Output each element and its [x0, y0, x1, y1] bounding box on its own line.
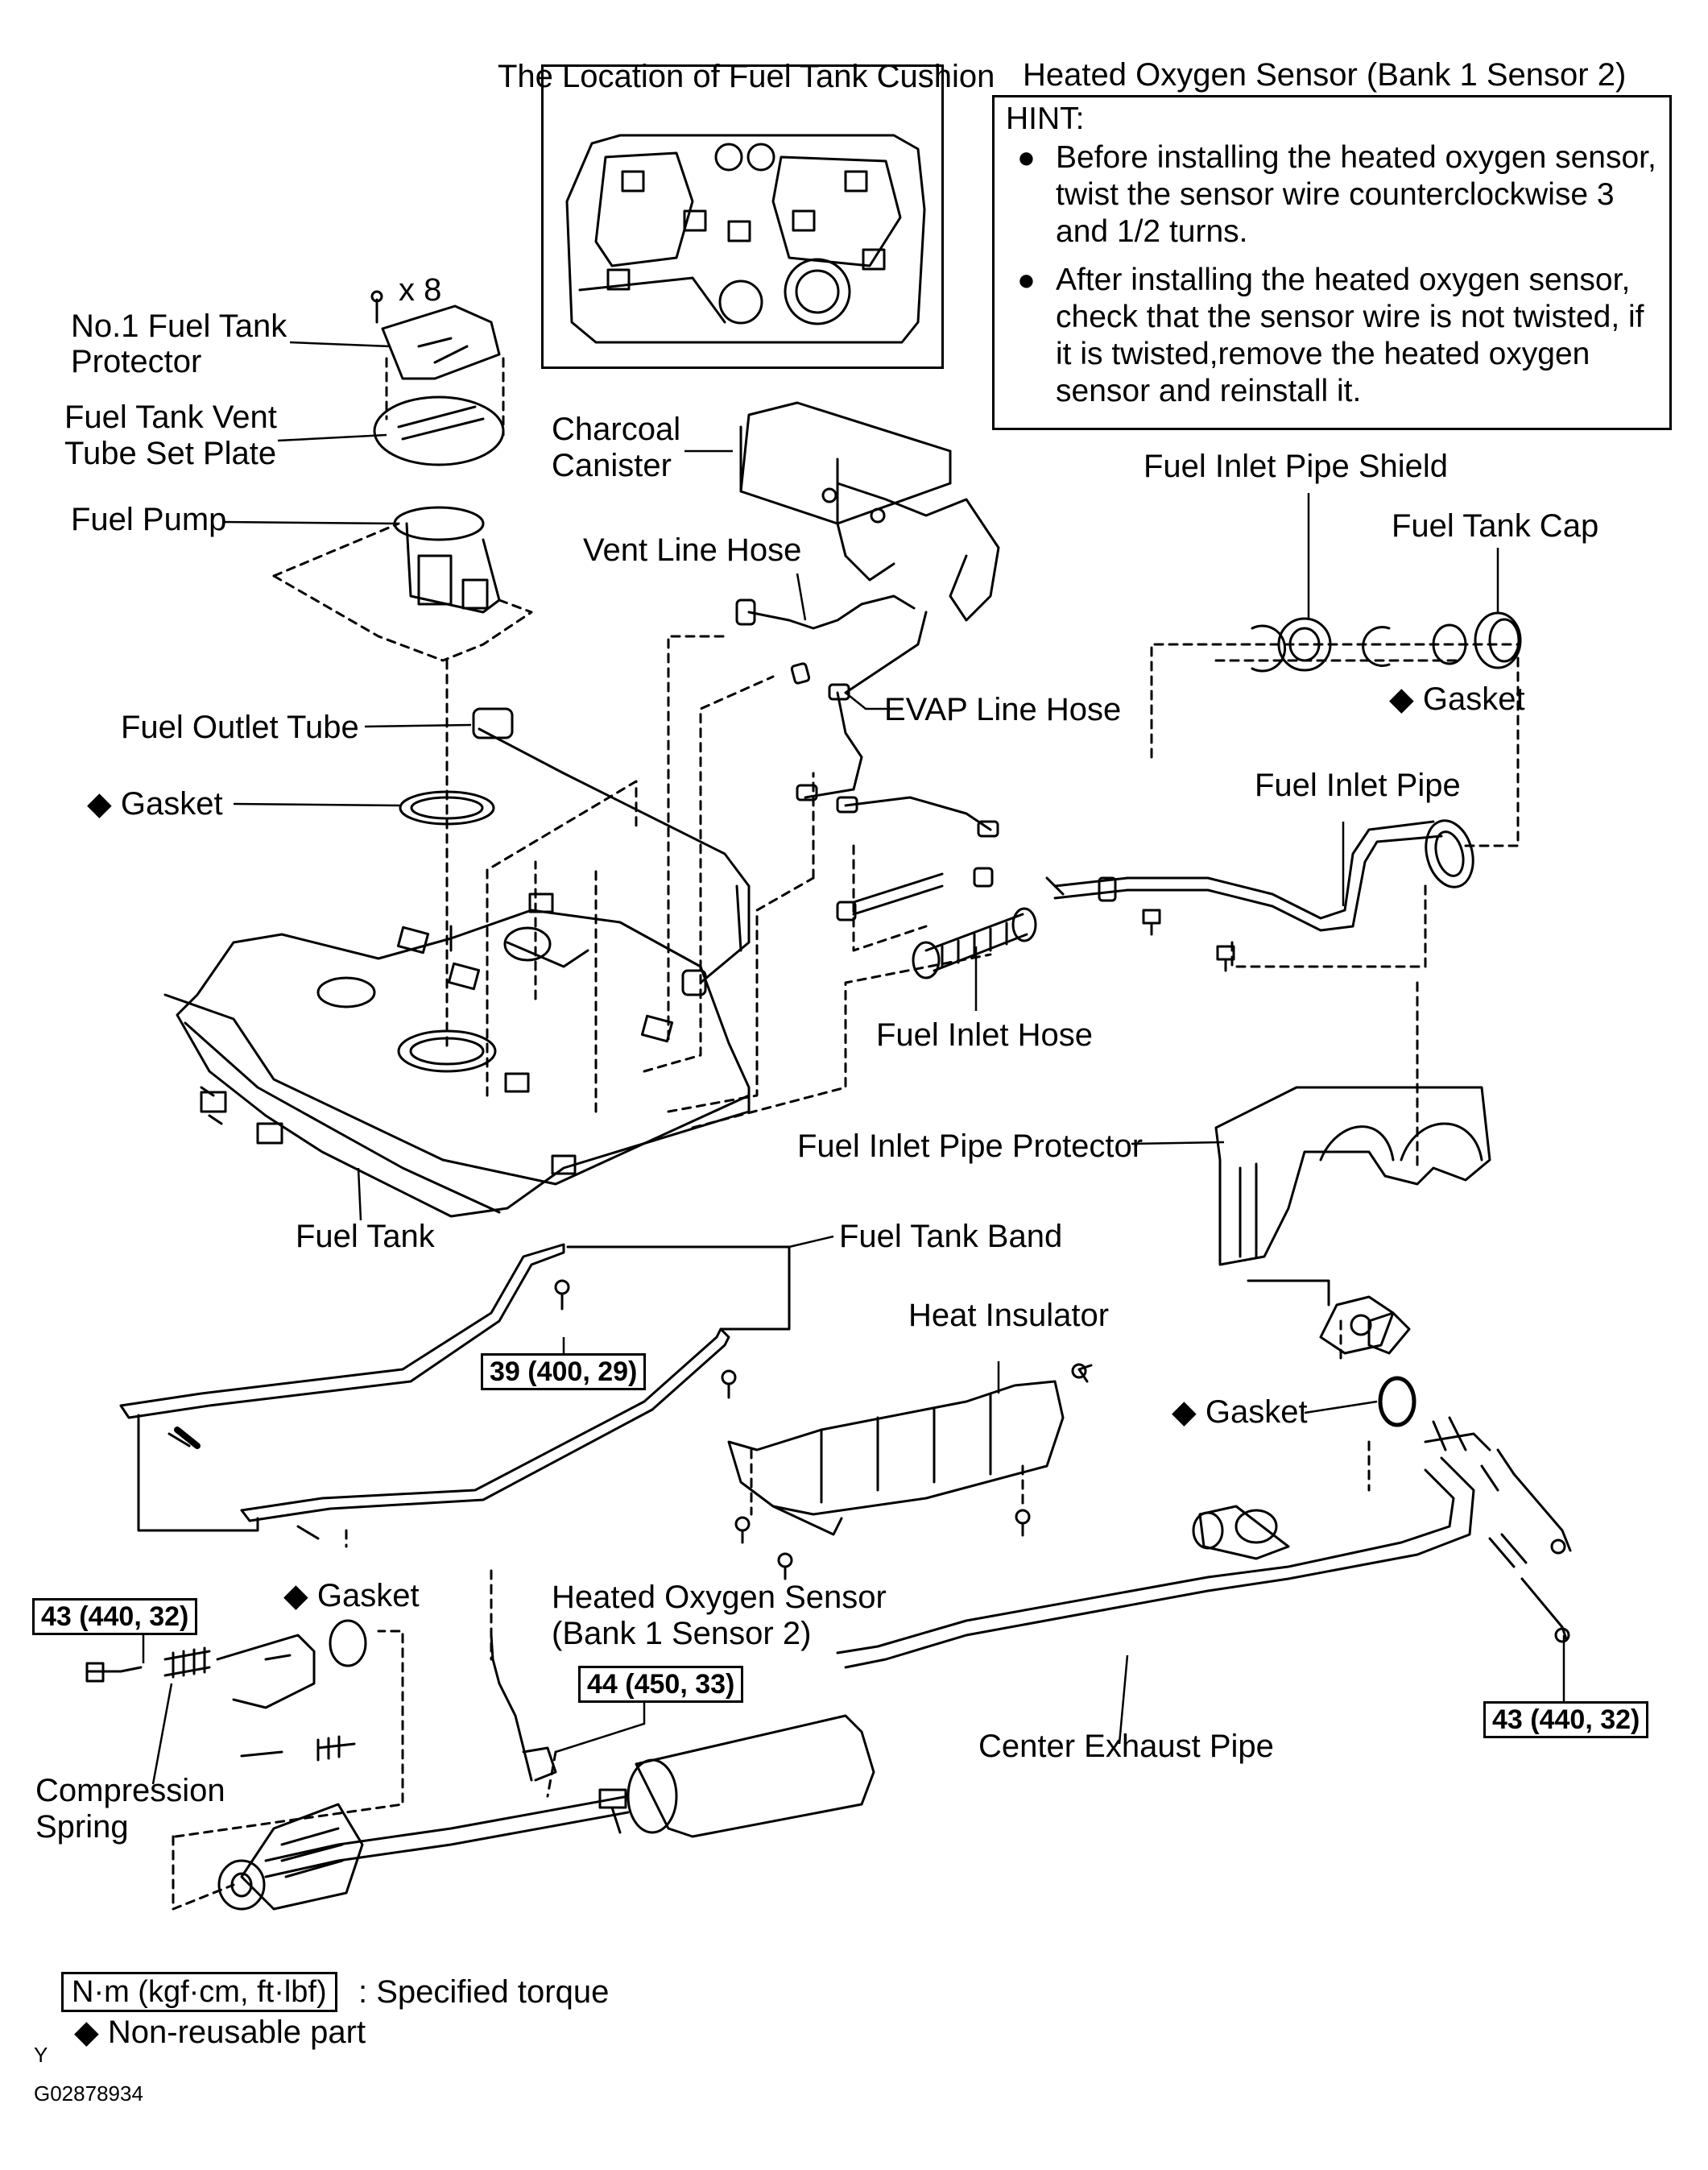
label-fuel-tank: Fuel Tank [296, 1219, 435, 1254]
fuel-tank-drawing [163, 892, 751, 1218]
footer-code: G02878934 [34, 2081, 143, 2106]
hint-text: After installing the heated oxygen senso… [1056, 263, 1644, 408]
label-fuel-tank-band: Fuel Tank Band [839, 1219, 1063, 1254]
charcoal-canister-drawing [739, 401, 1000, 622]
torque-sensor: 44 (450, 33) [578, 1666, 744, 1703]
center-exhaust-pipe-drawing [836, 1311, 1491, 1669]
legend-nonreusable: ◆ Non-reusable part [74, 2015, 366, 2050]
fuel-pump-drawing [272, 506, 533, 662]
bullet-icon: ● [1017, 141, 1036, 175]
label-hos-line2: (Bank 1 Sensor 2) [552, 1616, 812, 1651]
diamond-icon: ◆ [1172, 1394, 1197, 1430]
diamond-icon: ◆ [87, 786, 112, 822]
hint-item: ● After installing the heated oxygen sens… [1006, 262, 1658, 410]
label-hos-line1: Heated Oxygen Sensor [552, 1580, 887, 1615]
vent-line-hose-drawing [735, 594, 928, 694]
hint-list: ● Before installing the heated oxygen sen… [1006, 139, 1658, 421]
footer-letter: Y [34, 2043, 48, 2067]
fuel-inlet-pipe-shield-drawing [1251, 611, 1522, 673]
main-muffler-drawing [217, 1714, 875, 1911]
evap-line-hose-drawing [796, 683, 999, 838]
label-x8: x 8 [399, 272, 442, 308]
label-vent-plate-line2: Tube Set Plate [64, 436, 277, 471]
hint-heading: HINT: [1006, 101, 1085, 136]
label-inlet-hose: Fuel Inlet Hose [876, 1017, 1094, 1053]
legend-torque-text: : Specified torque [358, 1974, 610, 2010]
bolts-drawing [554, 1279, 1087, 1580]
heated-oxygen-sensor-drawing [490, 1634, 557, 1782]
label-center-exhaust: Center Exhaust Pipe [978, 1729, 1274, 1764]
fuel-tank-protector-drawing [370, 290, 501, 380]
label-inlet-pipe: Fuel Inlet Pipe [1255, 768, 1461, 803]
hos-hint-title: Heated Oxygen Sensor (Bank 1 Sensor 2) [1023, 57, 1627, 93]
bullet-icon: ● [1017, 263, 1036, 297]
fuel-inlet-hose-drawing [836, 867, 1037, 979]
hint-item: ● Before installing the heated oxygen sen… [1006, 139, 1658, 251]
label-compression-line2: Spring [35, 1809, 129, 1845]
label-vent-line-hose: Vent Line Hose [583, 532, 802, 568]
heat-insulator-drawing [727, 1364, 1093, 1536]
label-inlet-pipe-shield: Fuel Inlet Pipe Shield [1143, 449, 1449, 484]
label-protector-line2: Protector [71, 344, 202, 379]
band-label-bracket [566, 1245, 791, 1331]
legend-torque-unit: N·m (kgf·cm, ft·lbf) [61, 1972, 337, 2012]
diamond-icon: ◆ [283, 1578, 308, 1613]
vent-tube-set-plate-drawing [373, 357, 505, 466]
assembly-guide-lines [445, 635, 1520, 1170]
front-pipe-connection-drawing [85, 1619, 367, 1762]
fuel-inlet-pipe-protector-drawing [1214, 1086, 1491, 1266]
label-gasket-pump: ◆ Gasket [87, 786, 223, 822]
label-heat-insulator: Heat Insulator [908, 1298, 1110, 1333]
fuel-tank-band-drawing [119, 1243, 730, 1540]
band-bracket-line [137, 1414, 259, 1532]
fuel-tank-cushion-inset [541, 64, 944, 369]
torque-band: 39 (400, 29) [481, 1353, 647, 1390]
diamond-icon: ◆ [74, 2015, 99, 2050]
label-gasket-front: ◆ Gasket [283, 1578, 420, 1613]
label-evap-line-hose: EVAP Line Hose [884, 692, 1122, 727]
fuel-outlet-tube-drawing [472, 707, 751, 996]
torque-left-bolt: 43 (440, 32) [32, 1598, 198, 1635]
label-tank-cap: Fuel Tank Cap [1392, 508, 1599, 544]
label-gasket-exhaust: ◆ Gasket [1172, 1394, 1308, 1430]
leader-lines [142, 341, 1565, 1785]
label-vent-plate-line1: Fuel Tank Vent [64, 400, 277, 435]
label-fuel-pump: Fuel Pump [71, 502, 227, 537]
hint-text: Before installing the heated oxygen sens… [1056, 140, 1656, 249]
label-outlet-tube: Fuel Outlet Tube [121, 710, 359, 745]
hint-box: HINT: ● Before installing the heated oxyg… [992, 95, 1672, 430]
label-inlet-pipe-protector: Fuel Inlet Pipe Protector [797, 1128, 1143, 1164]
label-compression-line1: Compression [35, 1773, 225, 1808]
torque-right-bolt: 43 (440, 32) [1483, 1701, 1649, 1738]
label-charcoal-line1: Charcoal [552, 412, 681, 447]
label-gasket-cap: ◆ Gasket [1389, 681, 1525, 717]
fuel-tank-cushion-drawing [565, 134, 926, 344]
diamond-icon: ◆ [1389, 681, 1414, 717]
cushion-title: The Location of Fuel Tank Cushion [498, 59, 995, 94]
fuel-inlet-pipe-drawing [1045, 819, 1474, 972]
label-charcoal-line2: Canister [552, 448, 672, 483]
exhaust-gasket-drawing [1319, 1295, 1415, 1426]
right-bolts-and-springs-drawing [1247, 1279, 1572, 1643]
label-protector-line1: No.1 Fuel Tank [71, 309, 287, 344]
